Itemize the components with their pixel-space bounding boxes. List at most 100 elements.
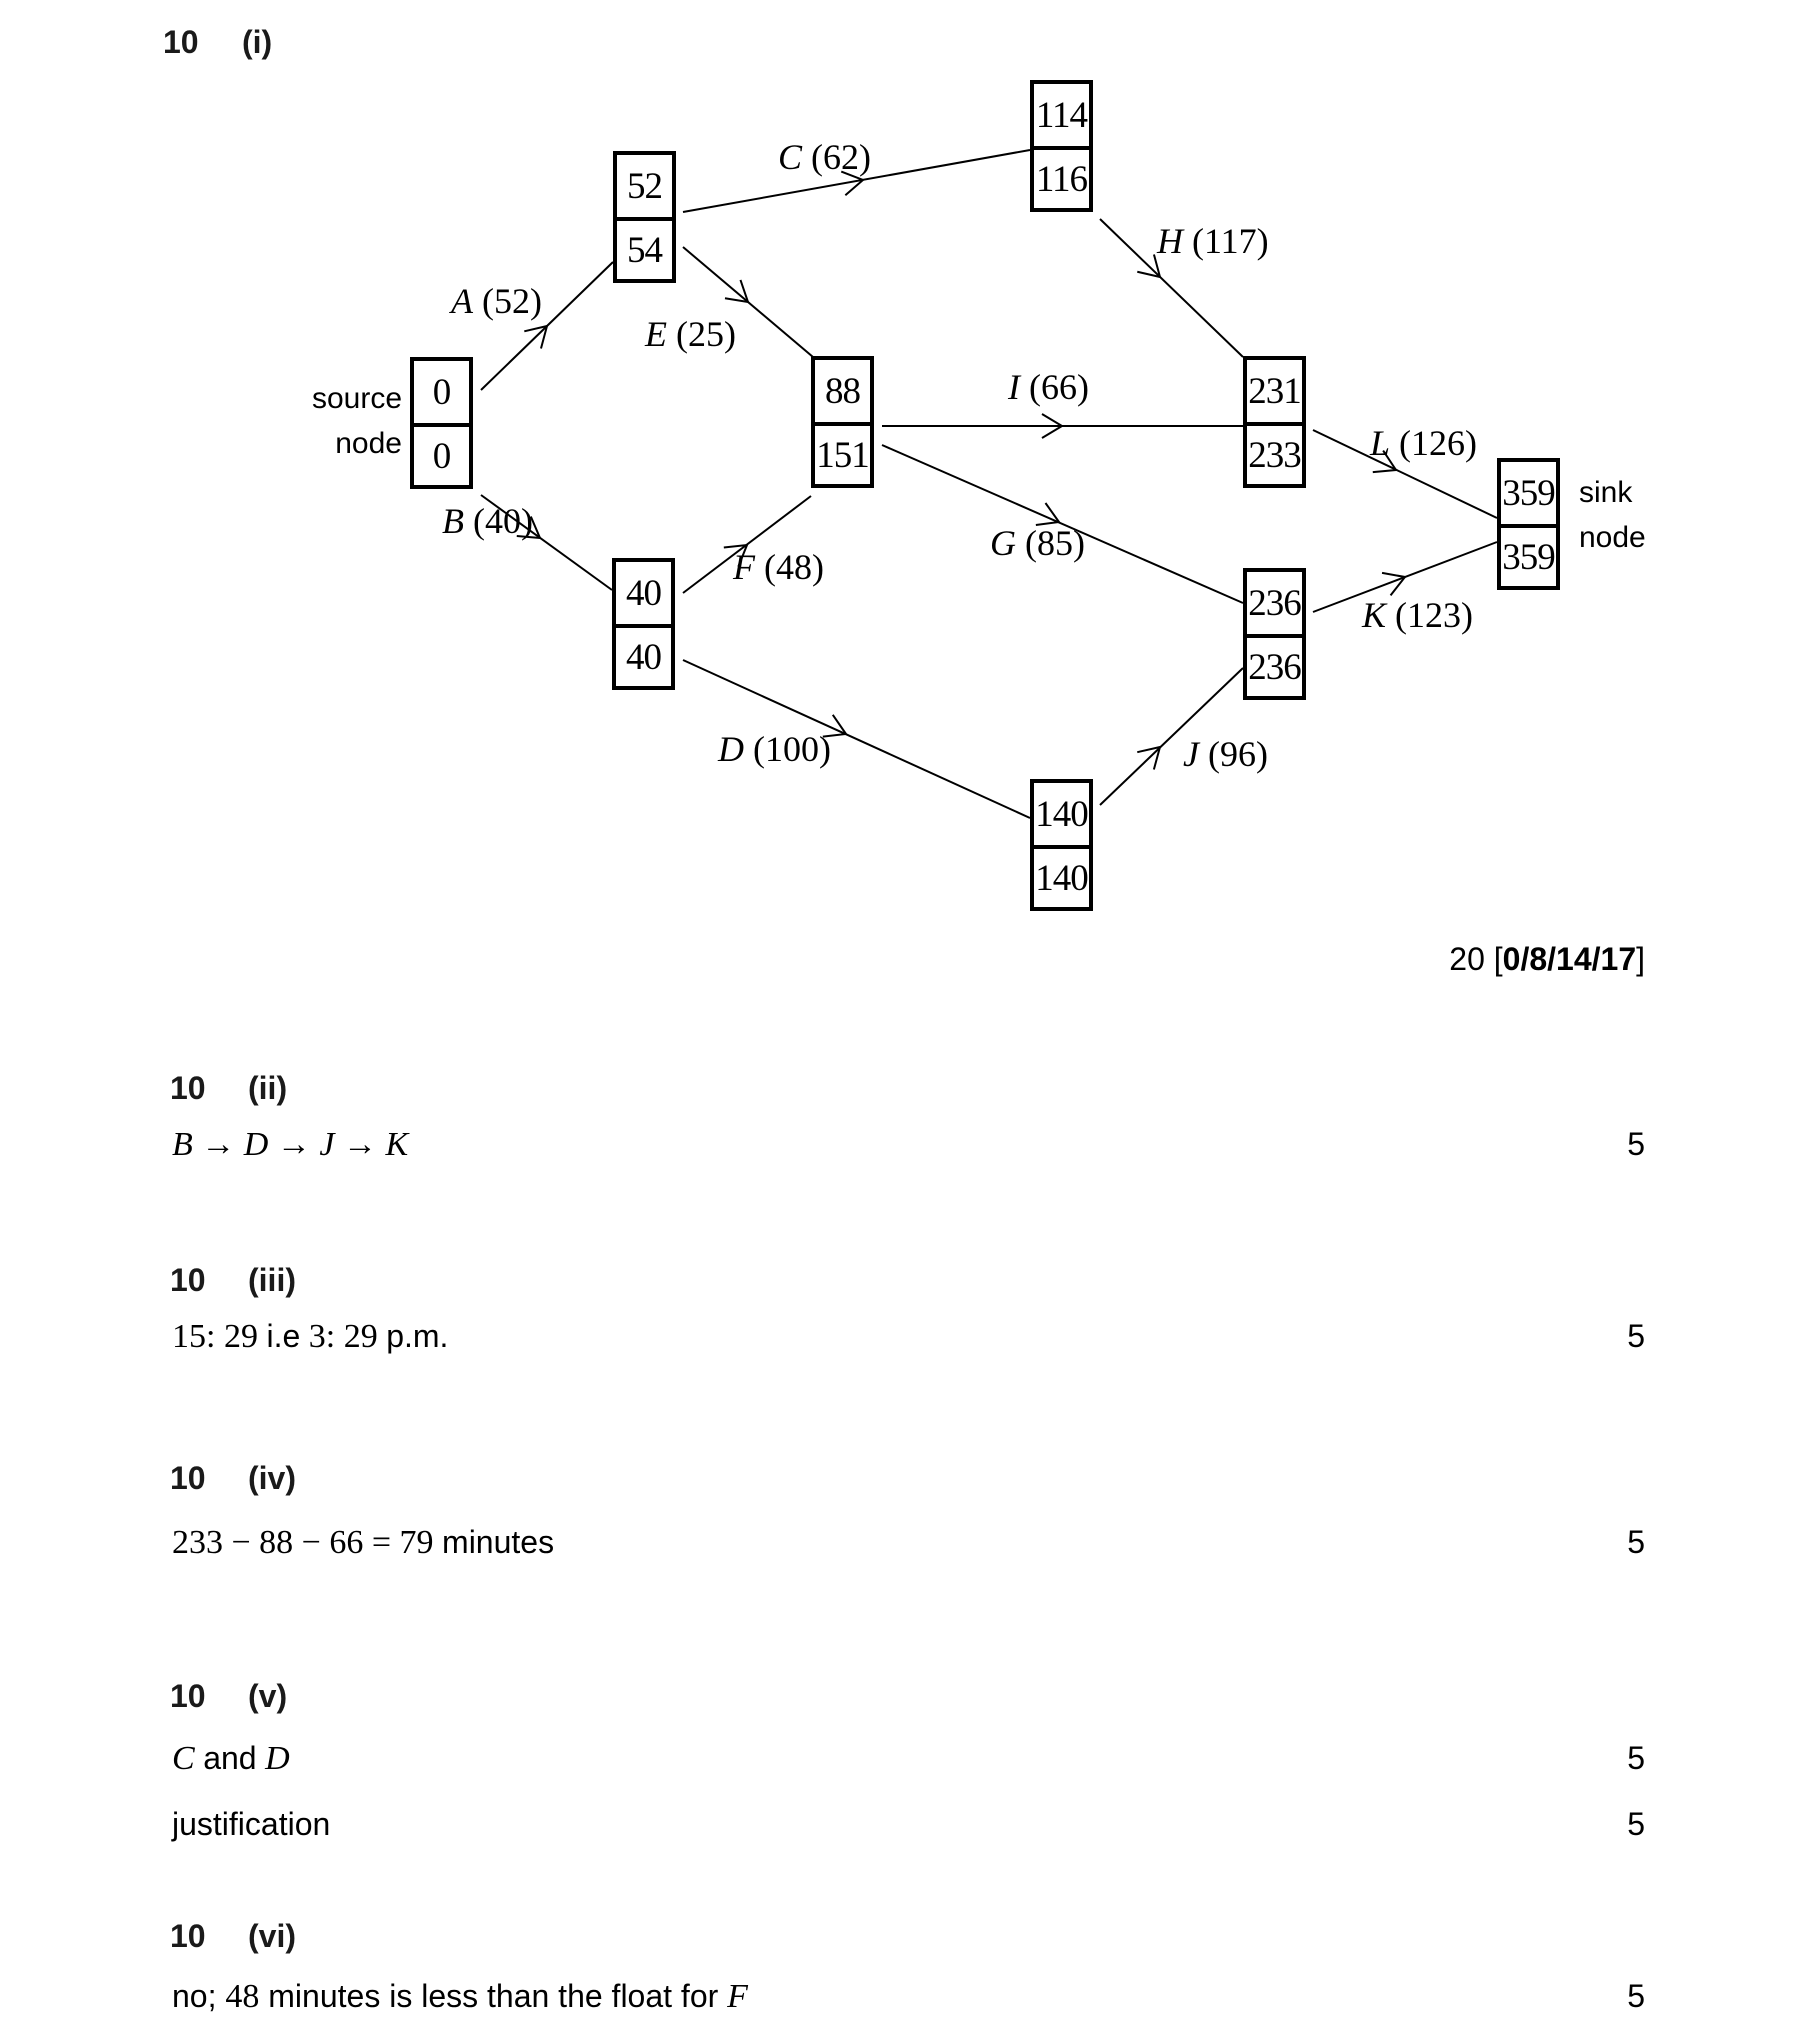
edge-D-arrowhead <box>822 714 848 738</box>
edge-E <box>682 246 814 358</box>
node-114-116: 114 116 <box>1030 80 1093 212</box>
edge-D <box>682 659 1031 819</box>
edge-H <box>1099 218 1244 358</box>
question-number: 10 <box>163 24 199 61</box>
section-v-part: (v) <box>248 1678 287 1715</box>
edge-B-duration: (40) <box>473 501 533 541</box>
node-231-233-late: 233 <box>1247 422 1302 484</box>
section-iv-number: 10 <box>170 1460 206 1497</box>
edge-F <box>682 495 812 594</box>
edge-G-letter: G <box>990 523 1016 563</box>
edge-A-duration: (52) <box>482 281 542 321</box>
arrow-right-icon: → <box>268 1126 320 1163</box>
edge-L-arrowhead <box>1372 449 1398 474</box>
question-part-i: (i) <box>242 24 272 61</box>
edge-D-letter: D <box>718 729 744 769</box>
node-sink: 359 359 <box>1497 458 1560 590</box>
answer-v-line2: justification <box>172 1806 330 1843</box>
edge-L-duration: (126) <box>1399 423 1478 463</box>
answer-iii-time12: 3: 29 <box>300 1318 387 1355</box>
network-diagram <box>480 149 1498 819</box>
edge-label-I: I(66) <box>1008 366 1089 408</box>
edge-label-C: C(62) <box>778 136 871 178</box>
edge-B-line <box>480 494 613 591</box>
edge-E-duration: (25) <box>676 314 736 354</box>
node-88-151-early: 88 <box>825 370 861 412</box>
section-iv-part-text: (iv) <box>248 1460 296 1496</box>
total-marks-prefix: 20 [ <box>1449 941 1503 977</box>
answer-vi-no: no; <box>172 1978 226 2014</box>
total-marks-breakdown: 0/8/14/17 <box>1502 941 1637 977</box>
answer-v-justification: justification <box>172 1806 331 1842</box>
section-vi-part: (vi) <box>248 1918 296 1955</box>
edge-I <box>882 413 1243 439</box>
node-source-late: 0 <box>414 423 469 485</box>
edge-L-letter: L <box>1370 423 1391 463</box>
section-iii-part-text: (iii) <box>248 1262 296 1298</box>
node-140-140-late: 140 <box>1034 845 1089 907</box>
edge-H-line <box>1099 218 1244 358</box>
answer-iii-time24: 15: 29 <box>172 1318 267 1355</box>
node-140-140-early: 140 <box>1035 793 1089 835</box>
total-marks: 20 [0/8/14/17] <box>1449 941 1645 978</box>
node-52-54-early: 52 <box>627 165 663 207</box>
mark-iii: 5 <box>1627 1318 1645 1354</box>
answer-vi: no; 48 minutes is less than the float fo… <box>172 1978 748 2016</box>
sink-label-line1: sink <box>1579 476 1633 509</box>
mark-iv: 5 <box>1627 1524 1645 1560</box>
section-vi-q: 10 <box>170 1918 206 1954</box>
mark-v-2: 5 <box>1627 1806 1645 1842</box>
question-part-i-text: (i) <box>242 24 273 60</box>
answer-v-line1: C and D <box>172 1740 290 1778</box>
edge-J-duration: (96) <box>1207 734 1268 774</box>
answer-iii-ie: i.e <box>266 1318 301 1354</box>
mark-v-1: 5 <box>1627 1740 1645 1776</box>
answer-v-D: D <box>256 1740 290 1777</box>
section-v-part-text: (v) <box>248 1678 288 1714</box>
node-236-236: 236 236 <box>1243 568 1306 700</box>
node-236-236-late: 236 <box>1247 634 1302 696</box>
edge-J-letter: J <box>1183 734 1199 774</box>
node-40-40-early: 40 <box>626 572 662 614</box>
answer-vi-F: F <box>727 1978 748 2015</box>
edge-C-line <box>682 149 1031 213</box>
total-marks-suffix: ] <box>1636 941 1645 977</box>
edge-A <box>480 261 614 391</box>
node-sink-late: 359 <box>1501 524 1556 586</box>
node-231-233-early: 231 <box>1248 370 1302 412</box>
section-iii-q: 10 <box>170 1262 206 1298</box>
answer-iv: 233 − 88 − 66 = 79 minutes <box>172 1524 554 1562</box>
section-vi-number: 10 <box>170 1918 206 1955</box>
answer-ii-K: K <box>385 1126 409 1163</box>
edge-G-duration: (85) <box>1025 523 1085 563</box>
answer-ii-B: B <box>172 1126 193 1163</box>
edge-F-duration: (48) <box>764 547 824 587</box>
section-iv-part: (iv) <box>248 1460 296 1497</box>
node-40-40: 40 40 <box>612 558 675 690</box>
edge-B-arrowhead <box>516 516 542 540</box>
source-label-line2: node <box>335 427 402 460</box>
edge-F-letter: F <box>733 547 755 587</box>
edge-label-D: D(100) <box>718 728 831 770</box>
node-52-54-late: 54 <box>617 217 672 279</box>
section-ii-part-text: (ii) <box>248 1070 288 1106</box>
edge-B-letter: B <box>442 501 464 541</box>
edge-D-line <box>682 659 1031 819</box>
edge-C <box>682 149 1031 213</box>
edge-J-arrowhead <box>1137 745 1162 770</box>
node-52-54: 52 54 <box>613 151 676 283</box>
node-236-236-early: 236 <box>1248 582 1302 624</box>
section-vi-part-text: (vi) <box>248 1918 296 1954</box>
answer-ii: B → D → J → K <box>172 1126 408 1164</box>
section-v-number: 10 <box>170 1678 206 1715</box>
edge-C-arrowhead <box>840 170 865 196</box>
edge-E-letter: E <box>645 314 667 354</box>
edge-label-K: K(123) <box>1362 594 1473 636</box>
edge-label-J: J(96) <box>1183 733 1268 775</box>
section-ii-number: 10 <box>170 1070 206 1107</box>
node-sink-early: 359 <box>1502 472 1556 514</box>
edge-G-line <box>881 444 1244 604</box>
edge-A-arrowhead <box>524 324 549 349</box>
source-node-label: source node <box>250 376 402 466</box>
